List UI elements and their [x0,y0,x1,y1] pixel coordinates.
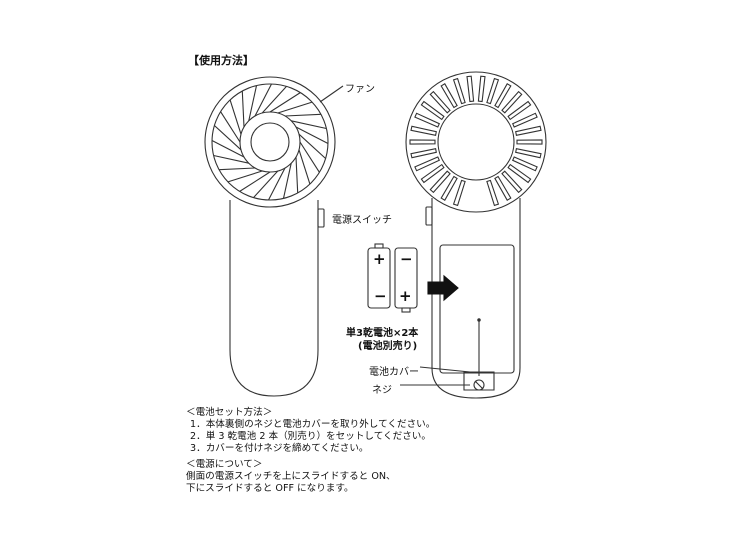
battery-step-1: 1．本体裏側のネジと電池カバーを取り外してください。 [190,419,436,430]
battery-minus-mark-2: − [400,250,413,268]
fan-label: ファン [345,84,375,95]
grille-slot [414,112,441,128]
battery-icon [367,243,418,313]
fan-blade [295,156,299,194]
grille-slot [409,139,436,145]
fan-blade [298,133,326,159]
grille-slot [440,175,458,201]
grille-slot [420,163,445,184]
grille-slot [440,83,458,109]
battery-plus-mark-2: + [399,287,412,305]
power-line-1: 側面の電源スイッチを上にスライドすると ON、 [186,471,396,482]
grille-slot [486,77,500,105]
grille-slot [507,163,532,184]
grille-slot [516,139,543,145]
fan-blade [299,141,320,173]
grille-slot [486,179,500,207]
fan-blade [291,120,327,130]
fan-blade [277,101,313,114]
fan-blade [282,163,292,199]
fan-blade [214,125,242,151]
battery-cover-label: 電池カバー [369,367,419,378]
grille-slot [494,175,512,201]
fan-blade [220,111,241,143]
grille-slot [452,179,466,207]
grille-slot [410,148,437,159]
power-heading: ＜電源について＞ [186,459,263,470]
grille-slot [429,170,451,194]
grille-slot [429,90,451,114]
fan-blade [211,140,245,158]
grille-slot [507,100,532,121]
fan-front-icon [204,76,344,397]
screw-icon [473,379,485,391]
grille-slot [452,77,466,105]
fan-blade [284,113,322,117]
fan-back-icon [400,71,547,399]
grille-slot [414,156,441,172]
fan-blade [213,154,249,164]
battery-setup-heading: ＜電池セット方法＞ [186,407,273,418]
fan-blade [254,83,272,117]
fan-blade [298,149,311,185]
fan-blade [241,90,245,128]
grille-slot [515,125,542,136]
grille-slot [466,75,475,103]
fan-blade [261,86,287,114]
battery-label: 単3乾電池×2本 [346,328,419,339]
screw-label: ネジ [372,385,392,396]
power-line-2: 下にスライドすると OFF になります。 [186,483,354,494]
grille-slot [420,100,445,121]
grille-slot [515,148,542,159]
grille-slot [511,156,538,172]
fan-blade [269,92,301,113]
power-switch-label: 電源スイッチ [332,215,392,226]
grille-slot [501,90,523,114]
fan-blade [239,171,271,192]
fan-blade [248,85,258,121]
fan-blade [295,126,329,144]
grille-slot [494,83,512,109]
fan-blade [268,167,286,201]
battery-step-2: 2．単 3 乾電池 2 本（別売り）をセットしてください。 [190,431,431,442]
battery-step-3: 3．カバーを付けネジを締めてください。 [190,443,369,454]
grille-slot [501,170,523,194]
fan-blade [229,99,242,135]
fan-blade [253,170,279,198]
grille-slot [410,125,437,136]
fan-blade [227,170,263,183]
page-title: 【使用方法】 [188,54,254,67]
grille-slot [477,75,486,103]
grille-slot [511,112,538,128]
arrow-right-icon [427,274,459,302]
battery-note: (電池別売り) [358,341,418,352]
battery-minus-mark-1: − [374,287,387,305]
fan-blade [218,167,256,171]
battery-plus-mark-1: + [373,250,386,268]
